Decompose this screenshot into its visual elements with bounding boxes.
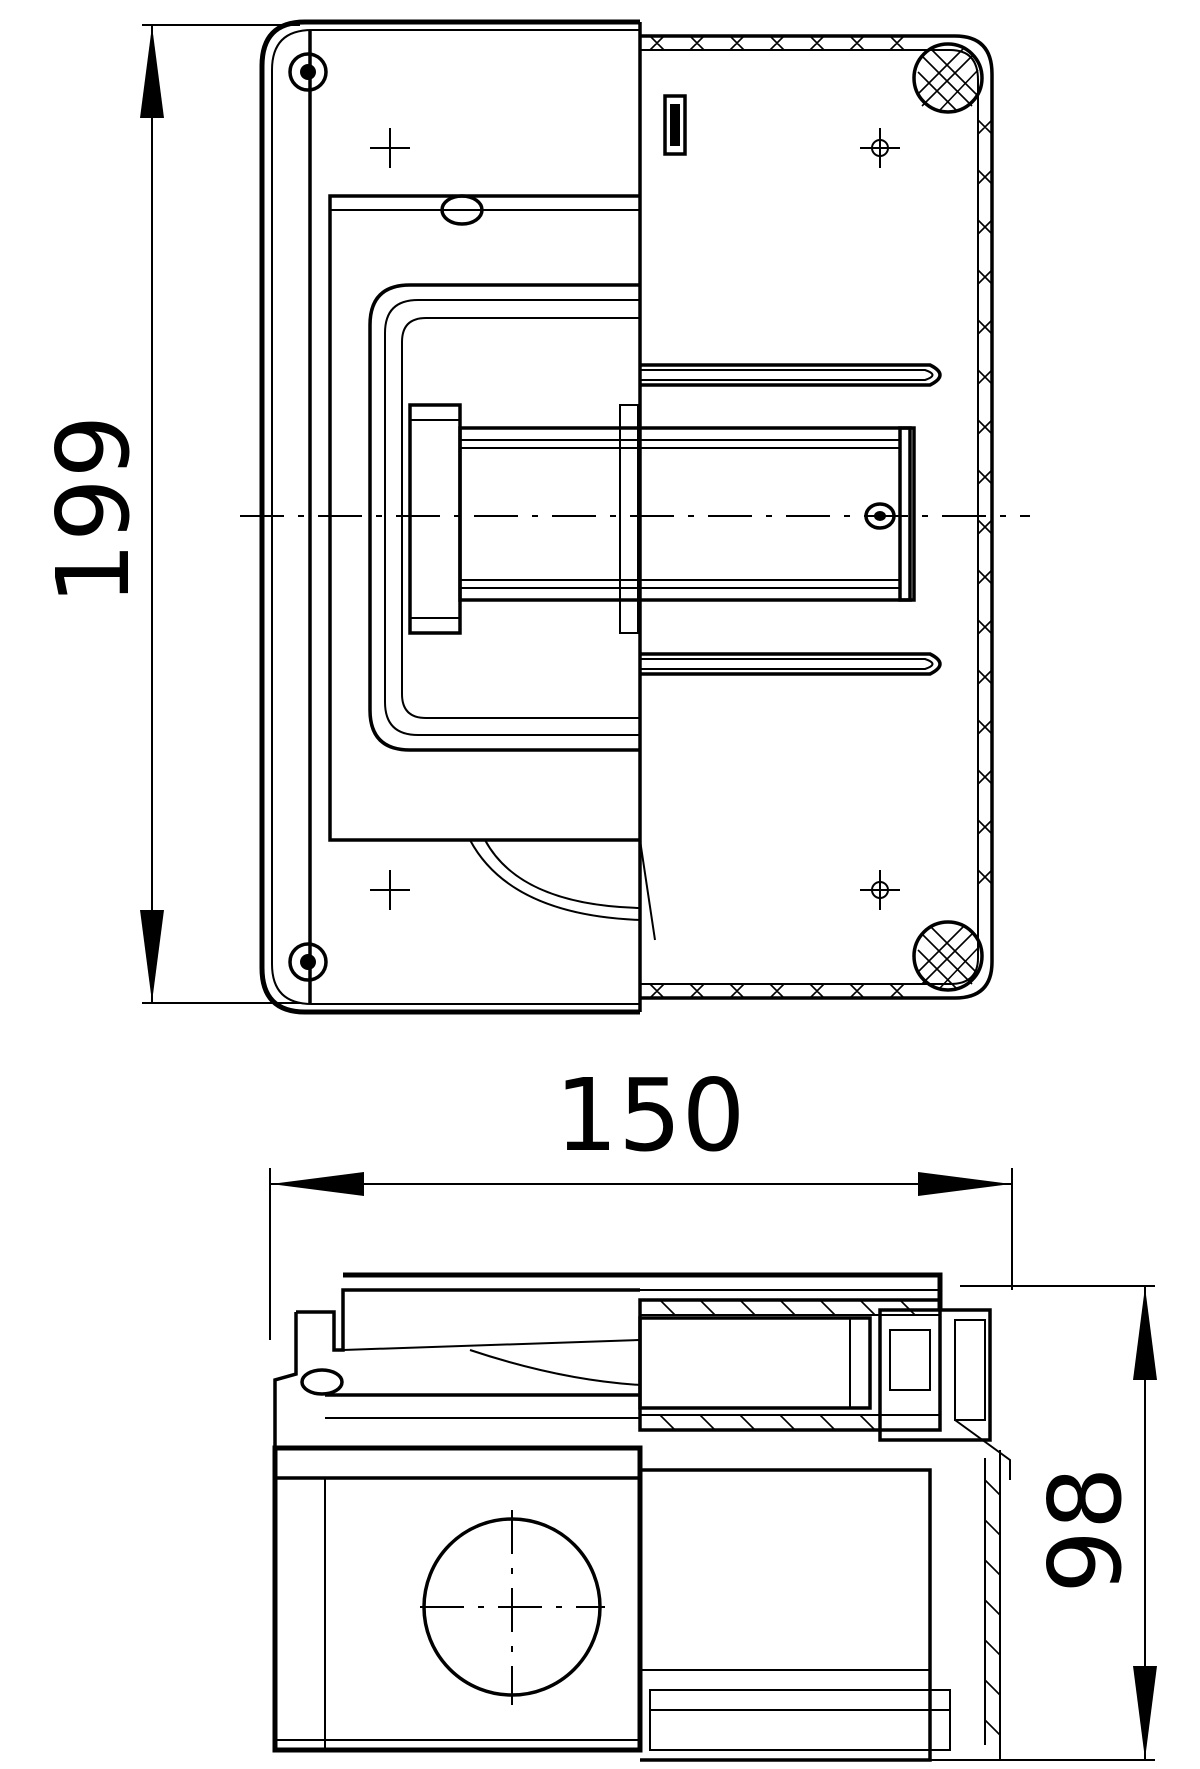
hatched-wall-bottom [649,983,905,999]
din-rail [458,363,942,676]
arrow-up-icon [1133,1287,1157,1380]
screw-head-bottom-left [300,954,316,970]
height-dimension-label: 199 [35,415,152,606]
height-dimension: 199 [35,24,300,1004]
top-view: 199 [35,19,1030,1015]
latch [663,94,687,156]
side-view: 98 [272,1272,1157,1762]
arrow-left-icon [271,1172,364,1196]
base-box [272,1445,643,1753]
lid-hatch [659,1299,916,1431]
width-dimension-label: 150 [555,1057,746,1174]
side-body [640,1450,1001,1762]
arrow-down-icon [1133,1666,1157,1759]
screw-head-top-left [300,64,316,80]
depth-dimension: 98 [960,1285,1157,1761]
inner-module [328,194,656,941]
mounting-marks [370,128,900,910]
width-dimension: 150 [269,1057,1013,1340]
depth-dimension-label: 98 [1027,1466,1144,1593]
corner-seal-bottom [912,920,984,992]
side-lid [273,1272,1011,1480]
arrow-down-icon [140,910,164,1002]
arrow-up-icon [140,26,164,118]
corner-seal-top [912,42,984,114]
side-hatch [984,1479,1001,1736]
arrow-right-icon [918,1172,1011,1196]
hatched-wall-right [977,119,993,885]
housing-outline [640,34,994,1000]
screw-bottom-left [288,942,328,982]
hatched-wall-top [649,35,905,51]
screw-top-left [288,52,328,92]
